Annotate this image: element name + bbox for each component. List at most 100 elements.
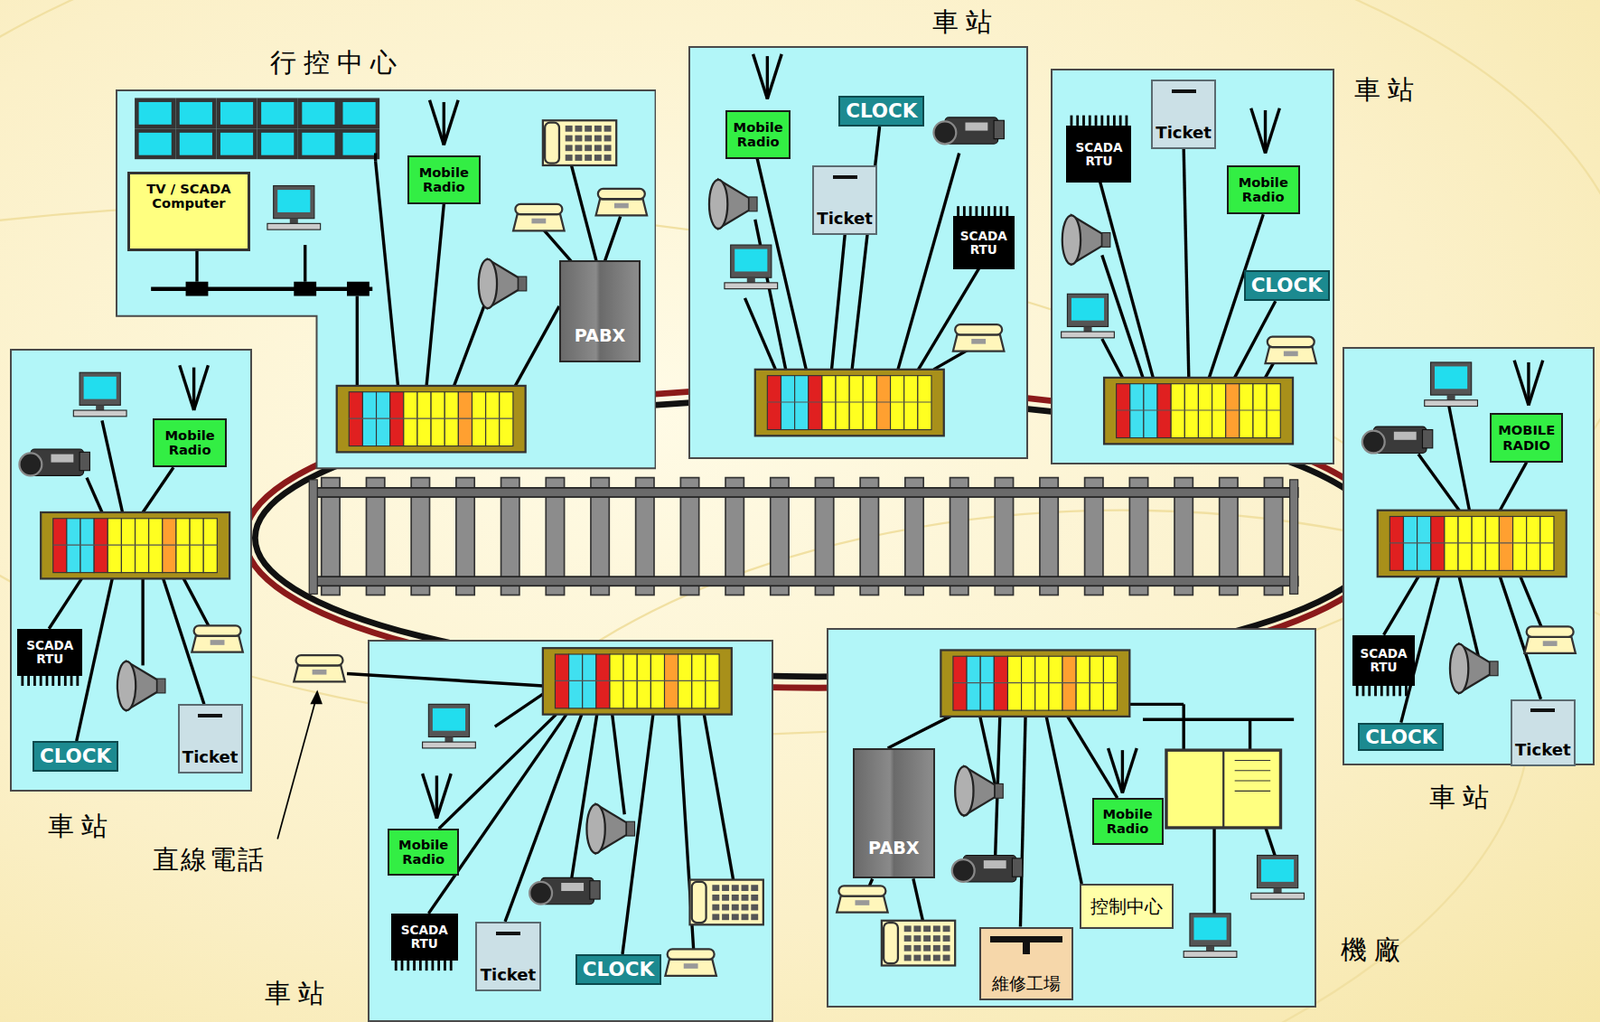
video-wall-screen <box>179 132 213 156</box>
camera-viewfinder <box>1422 430 1432 449</box>
camera-lens <box>18 452 42 476</box>
rtu-pin <box>394 960 398 971</box>
lan-drop <box>303 244 307 282</box>
rack-divider <box>953 682 1118 684</box>
signal-wire <box>913 878 924 924</box>
device-label: CLOCK <box>1251 274 1323 297</box>
keyphone-key <box>923 935 931 942</box>
rtu-pin <box>1094 115 1098 126</box>
ticket-box: Ticket <box>1510 699 1576 768</box>
rtu-pin <box>27 675 30 686</box>
keyphone-key <box>923 945 931 952</box>
video-wall-screen <box>261 102 294 125</box>
speaker-driver <box>994 783 1003 798</box>
video-wall-frame <box>175 128 216 160</box>
device-label: Mobile Radio <box>157 428 222 458</box>
ticket-slot <box>1530 708 1555 712</box>
antenna-icon <box>1108 748 1138 794</box>
phone-base <box>1524 636 1575 654</box>
phone-handset <box>954 324 1002 335</box>
device-label: Ticket <box>1155 123 1212 142</box>
telephone-icon <box>596 188 647 216</box>
phone-handset <box>667 948 715 959</box>
signal-wire <box>622 714 654 955</box>
lan-tap <box>346 281 370 297</box>
keyphone-key <box>943 954 951 962</box>
keyphone-key <box>741 904 749 911</box>
antenna-element <box>753 54 768 100</box>
phone-base <box>836 896 888 913</box>
rtu-pin <box>974 205 978 216</box>
keyphone-key <box>933 945 941 952</box>
signal-wire <box>888 714 955 749</box>
telephone-icon <box>191 625 243 652</box>
keyphone-key <box>584 154 592 161</box>
keyphone-key <box>904 925 912 932</box>
computer-icon <box>422 703 477 749</box>
track-rail <box>310 487 1298 497</box>
video-wall-screen <box>301 132 335 156</box>
ticket-slot <box>832 175 858 179</box>
transmission-rack <box>1377 510 1567 577</box>
speaker-icon <box>1062 215 1111 264</box>
mobile-radio-box: Mobile Radio <box>152 418 226 468</box>
keyphone-key <box>731 884 740 891</box>
monitor-screen <box>432 708 466 731</box>
rtu-pin <box>33 675 37 686</box>
keyphone-key <box>604 154 612 161</box>
signal-wire <box>745 298 777 370</box>
monitor-body <box>79 372 121 405</box>
signal-wire <box>102 420 123 513</box>
device-label: MOBILE RADIO <box>1494 422 1559 452</box>
keyphone-key <box>574 135 582 142</box>
video-wall-frame <box>257 97 299 129</box>
keyphone-key <box>731 904 740 911</box>
signal-wire <box>755 219 786 370</box>
transmission-rack <box>542 647 732 714</box>
rack-divider <box>53 544 218 546</box>
site-heading: 車站 <box>932 4 1000 41</box>
monitor-screen <box>277 189 310 213</box>
rack-divider <box>1389 542 1554 543</box>
speaker-mouth <box>709 179 728 229</box>
keyphone-key <box>574 144 582 151</box>
signal-wire <box>1181 703 1185 720</box>
track-end <box>308 479 318 595</box>
phone-dial <box>683 963 699 969</box>
camera-icon <box>18 449 90 476</box>
keyboard <box>73 410 127 417</box>
rtu-pin <box>963 205 966 216</box>
computer-icon <box>1061 293 1115 338</box>
device-label: SCADA RTU <box>956 229 1011 257</box>
signal-wire <box>1418 454 1460 511</box>
key-telephone-icon <box>881 920 955 966</box>
rtu-pin <box>46 675 49 686</box>
phone-base <box>953 334 1004 351</box>
keyphone-key <box>943 945 951 952</box>
camera-panel <box>50 454 74 463</box>
telephone-icon <box>664 948 716 975</box>
key-telephone-icon <box>542 120 617 166</box>
rack-divider <box>348 418 514 420</box>
phone-base <box>1265 346 1317 364</box>
speaker-driver <box>626 821 635 836</box>
signal-wire <box>571 165 598 263</box>
antenna-icon <box>430 100 459 146</box>
device-label: CLOCK <box>1365 726 1437 749</box>
antenna-icon <box>1251 108 1281 154</box>
keyphone-key <box>584 135 592 142</box>
site-heading: 車站 <box>264 975 332 1012</box>
rack-frame <box>336 385 526 452</box>
scada-rtu-box: SCADA RTU <box>391 913 459 961</box>
clock-box: CLOCK <box>1357 722 1444 752</box>
keyphone-key <box>711 904 720 911</box>
callout-label: 直線電話 <box>152 842 266 879</box>
cabinet-vent <box>1235 779 1272 781</box>
rack-divider <box>554 680 720 682</box>
camera-viewfinder <box>79 451 90 470</box>
rtu-pin <box>1380 685 1384 696</box>
mobile-radio-box: Mobile Radio <box>407 155 481 205</box>
video-wall-frame <box>257 128 299 160</box>
phone-base <box>596 198 647 216</box>
device-label: Ticket <box>182 748 239 767</box>
